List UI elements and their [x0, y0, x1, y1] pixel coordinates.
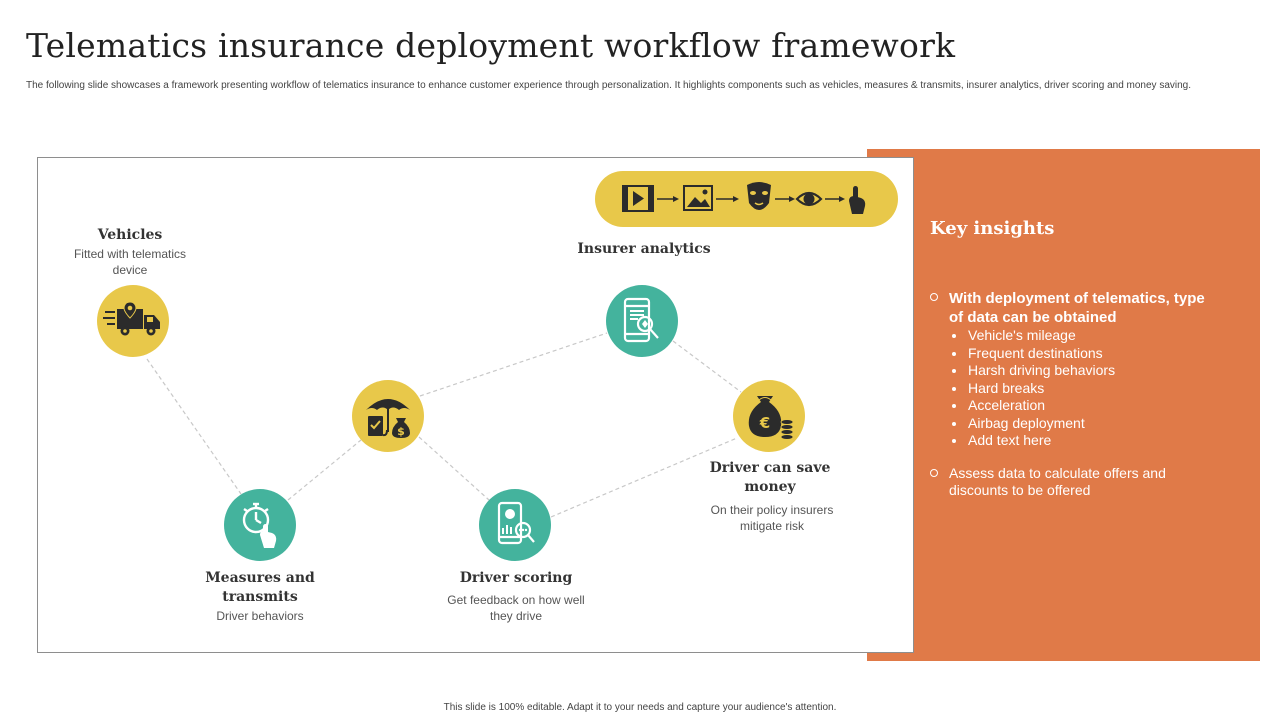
svg-text:$: $: [397, 425, 405, 438]
insurance-node: $: [352, 380, 424, 452]
money-bag-icon: €: [748, 396, 794, 440]
image-icon: [683, 185, 713, 211]
list-item: Add text here: [949, 432, 1220, 450]
page-title: Telematics insurance deployment workflow…: [26, 26, 956, 65]
measures-node: [224, 489, 296, 561]
footer-note: This slide is 100% editable. Adapt it to…: [443, 702, 837, 713]
phone-search-icon: [623, 297, 659, 343]
edge-insurer-analytics-save-money: [672, 340, 742, 393]
save-money-description: On their policy insurers mitigate risk: [710, 503, 834, 533]
list-item: Frequent destinations: [949, 345, 1220, 363]
edge-measures-insurance: [287, 439, 362, 501]
list-item: Airbag deployment: [949, 415, 1220, 433]
key-insights-panel: [867, 149, 1260, 661]
arrow-icon: [657, 196, 679, 202]
touch-icon: [849, 186, 866, 214]
edge-insurance-driver-scoring: [418, 436, 490, 501]
eye-icon: [795, 191, 823, 207]
list-item: Acceleration: [949, 397, 1220, 415]
ring-bullet-icon: [930, 469, 938, 477]
key-insight-heading: With deployment of telematics, type of d…: [949, 290, 1205, 326]
media-workflow-strip: [595, 171, 898, 227]
vehicles-label: Vehicles: [97, 227, 163, 243]
key-insight-sublist: Vehicle's mileage Frequent destinations …: [949, 327, 1220, 450]
ring-bullet-icon: [930, 293, 938, 301]
arrow-icon: [775, 196, 795, 202]
driver-scoring-label: Driver scoring: [459, 570, 573, 586]
edge-driver-scoring-save-money: [550, 437, 738, 518]
measures-label: Measures and transmits: [205, 570, 315, 605]
edge-vehicles-measures: [146, 358, 242, 495]
delivery-truck-icon: [103, 301, 160, 336]
key-insight-item: Assess data to calculate offers and disc…: [930, 465, 1220, 499]
driver-scoring-description: Get feedback on how well they drive: [447, 593, 585, 623]
arrow-icon: [716, 196, 739, 202]
stopwatch-touch-icon: [242, 502, 277, 548]
page-subtitle: The following slide showcases a framewor…: [26, 80, 1192, 91]
edge-insurance-insurer-analytics: [419, 332, 608, 397]
phone-analytics-icon: [497, 501, 535, 545]
key-insight-item: With deployment of telematics, type of d…: [930, 289, 1220, 450]
save-money-node: €: [733, 380, 805, 452]
vehicles-description: Fitted with telematics device: [73, 247, 187, 277]
umbrella-insurance-icon: $: [366, 399, 410, 438]
list-item: Vehicle's mileage: [949, 327, 1220, 345]
measures-description: Driver behaviors: [216, 609, 304, 623]
face-mask-icon: [747, 182, 771, 210]
insurer-analytics-label: Insurer analytics: [577, 241, 711, 257]
vehicles-node: [97, 285, 169, 357]
svg-text:€: €: [759, 414, 770, 432]
key-insight-text: Assess data to calculate offers and disc…: [949, 465, 1166, 498]
list-item: Harsh driving behaviors: [949, 362, 1220, 380]
list-item: Hard breaks: [949, 380, 1220, 398]
insurer-analytics-node: [606, 285, 678, 357]
save-money-label: Driver can save money: [709, 460, 831, 495]
arrow-icon: [825, 196, 845, 202]
video-icon: [622, 185, 654, 212]
driver-scoring-node: [479, 489, 551, 561]
key-insights-title: Key insights: [930, 218, 1055, 239]
